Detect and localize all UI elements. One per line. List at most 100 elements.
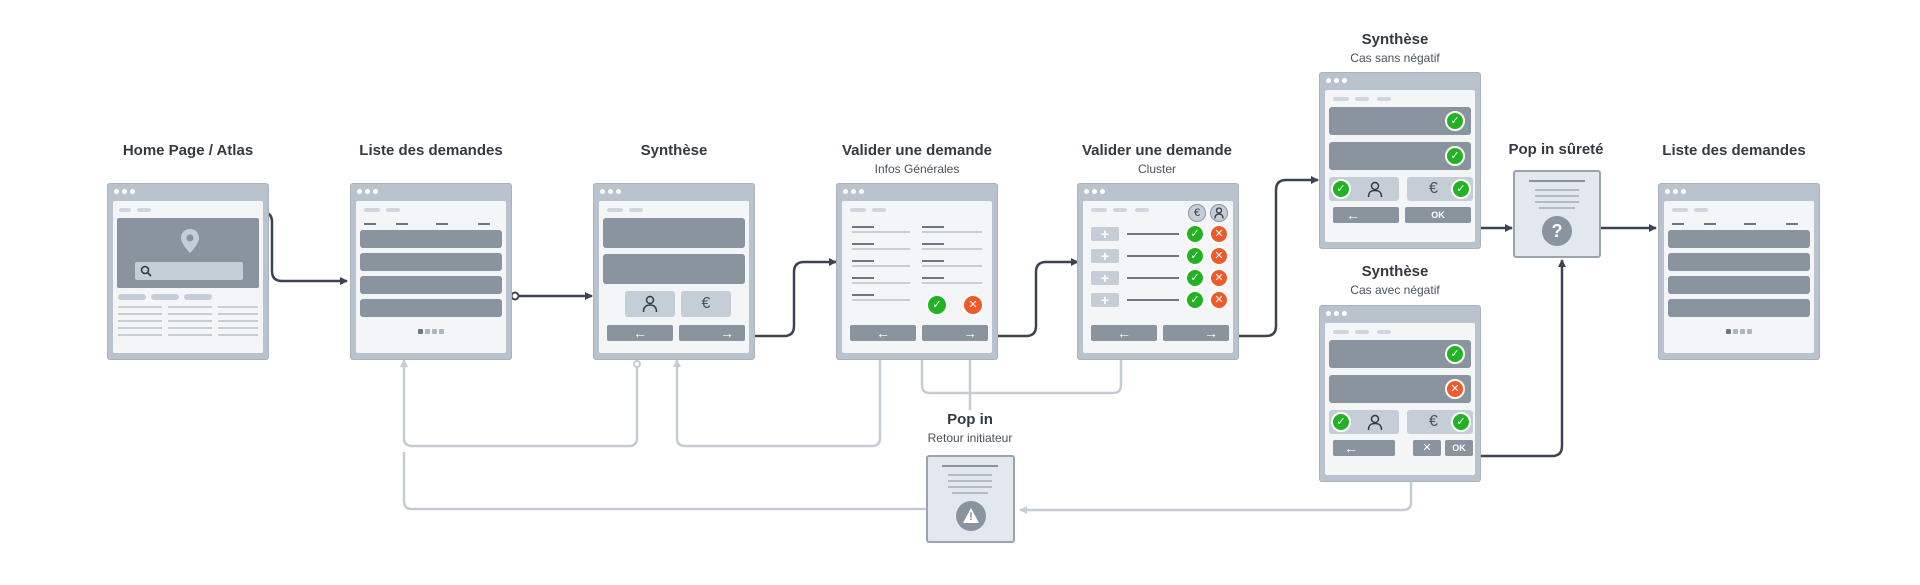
plus-icon[interactable]: + xyxy=(1091,293,1119,307)
cross-icon[interactable]: ✕ xyxy=(1209,224,1229,244)
summary-block xyxy=(603,254,745,284)
euro-icon: € xyxy=(701,295,711,312)
screen-synthese[interactable]: € ← → xyxy=(593,183,755,360)
arrow-left-icon: ← xyxy=(1117,325,1131,341)
screen-liste-demandes[interactable] xyxy=(350,183,512,360)
screen-content xyxy=(113,201,263,353)
window-dots xyxy=(114,189,138,195)
return-infos-to-synthese xyxy=(673,351,882,448)
screen-content: ✓ ✓ ✓ € ✓ ← OK xyxy=(1325,90,1475,242)
screen-title-pop-retour: Pop in Retour initiateur xyxy=(927,411,1013,445)
check-icon[interactable]: ✓ xyxy=(1185,268,1205,288)
popup-surete[interactable]: ? xyxy=(1513,170,1601,258)
plus-icon[interactable]: + xyxy=(1091,227,1119,241)
back-button[interactable]: ← xyxy=(1333,207,1399,223)
user-tile[interactable] xyxy=(625,291,675,317)
euro-tile[interactable]: € ✓ xyxy=(1407,177,1473,201)
pagination[interactable] xyxy=(1726,329,1754,347)
euro-icon: € xyxy=(1429,413,1438,430)
euro-icon[interactable]: € xyxy=(1188,204,1206,222)
screen-title-home: Home Page / Atlas xyxy=(122,142,254,159)
next-button[interactable]: → xyxy=(922,325,988,341)
summary-block: ✓ xyxy=(1329,340,1471,368)
window-dots xyxy=(600,189,624,195)
screen-title-synthese: Synthèse xyxy=(640,142,708,159)
arrow-left-icon: ← xyxy=(633,325,647,341)
back-button[interactable]: ← xyxy=(850,325,916,341)
screen-synthese-sans-negatif[interactable]: ✓ ✓ ✓ € ✓ ← OK xyxy=(1319,72,1481,249)
next-button[interactable]: → xyxy=(1163,325,1229,341)
screen-content xyxy=(356,201,506,353)
screen-title-liste: Liste des demandes xyxy=(359,142,503,159)
back-button[interactable]: ← xyxy=(607,325,673,341)
warning-icon: ! xyxy=(956,501,986,531)
screen-content: € ← → xyxy=(599,201,749,353)
flow-avec-to-surete xyxy=(1460,259,1566,458)
back-button[interactable]: ← xyxy=(1091,325,1157,341)
arrow-right-icon: → xyxy=(720,325,734,341)
next-button[interactable]: → xyxy=(679,325,745,341)
check-icon: ✓ xyxy=(1445,344,1465,364)
list-item[interactable] xyxy=(1668,253,1810,271)
arrow-right-icon: → xyxy=(963,325,977,341)
list-item[interactable] xyxy=(1668,299,1810,317)
flow-cluster-to-sans xyxy=(1229,176,1319,338)
summary-block: ✓ xyxy=(1329,142,1471,170)
user-icon xyxy=(1367,181,1383,198)
list-item[interactable] xyxy=(360,253,502,271)
arrow-left-icon: ← xyxy=(1344,440,1358,456)
check-icon[interactable]: ✓ xyxy=(1185,290,1205,310)
list-item[interactable] xyxy=(360,299,502,317)
arrow-left-icon: ← xyxy=(1346,207,1360,223)
flow-infos-to-cluster xyxy=(990,258,1079,338)
list-item[interactable] xyxy=(360,230,502,248)
user-tile[interactable]: ✓ xyxy=(1329,410,1399,434)
euro-tile[interactable]: € xyxy=(681,291,731,317)
euro-tile[interactable]: € ✓ xyxy=(1407,410,1473,434)
screen-content xyxy=(1664,201,1814,353)
cross-icon[interactable]: ✕ xyxy=(1209,268,1229,288)
plus-icon[interactable]: + xyxy=(1091,271,1119,285)
popup-retour-initiateur[interactable]: ! xyxy=(926,455,1015,543)
check-icon[interactable]: ✓ xyxy=(926,294,948,316)
check-icon[interactable]: ✓ xyxy=(1185,246,1205,266)
search-input[interactable] xyxy=(135,262,243,280)
screen-title-synthese-avec: Synthèse Cas avec négatif xyxy=(1350,263,1440,297)
screen-liste-demandes-final[interactable] xyxy=(1658,183,1820,360)
screen-valider-infos[interactable]: ✓ ✕ ← → xyxy=(836,183,998,360)
screen-title-valider-infos: Valider une demande Infos Générales xyxy=(841,142,993,176)
screen-home[interactable] xyxy=(107,183,269,360)
check-icon[interactable]: ✓ xyxy=(1185,224,1205,244)
check-icon: ✓ xyxy=(1445,146,1465,166)
window-dots xyxy=(1084,189,1108,195)
check-icon: ✓ xyxy=(1331,412,1351,432)
user-icon xyxy=(642,295,658,313)
user-tile[interactable]: ✓ xyxy=(1329,177,1399,201)
location-pin-icon xyxy=(181,229,199,253)
window-dots xyxy=(1665,189,1689,195)
cross-icon[interactable]: ✕ xyxy=(1209,246,1229,266)
plus-icon[interactable]: + xyxy=(1091,249,1119,263)
check-icon: ✓ xyxy=(1451,179,1471,199)
list-item[interactable] xyxy=(360,276,502,294)
back-button[interactable]: ← xyxy=(1333,440,1395,456)
screen-valider-cluster[interactable]: € + ✓ ✕ + ✓ ✕ + ✓ ✕ + ✓ ✕ ← → xyxy=(1077,183,1239,360)
cross-icon[interactable]: ✕ xyxy=(1209,290,1229,310)
pagination[interactable] xyxy=(418,329,446,347)
summary-block xyxy=(603,218,745,248)
return-synthese-to-liste xyxy=(400,359,639,448)
ok-button[interactable]: OK xyxy=(1445,440,1473,456)
screen-title-synthese-sans: Synthèse Cas sans négatif xyxy=(1350,31,1440,65)
screen-synthese-avec-negatif[interactable]: ✓ ✕ ✓ € ✓ ← ✕ OK xyxy=(1319,305,1481,482)
screen-title-liste-2: Liste des demandes xyxy=(1662,142,1806,159)
window-dots xyxy=(843,189,867,195)
user-icon[interactable] xyxy=(1210,204,1228,222)
reject-button[interactable]: ✕ xyxy=(1413,440,1441,456)
list-item[interactable] xyxy=(1668,276,1810,294)
screen-title-valider-cluster: Valider une demande Cluster xyxy=(1081,142,1233,176)
user-icon xyxy=(1367,414,1383,431)
ok-button[interactable]: OK xyxy=(1405,207,1471,223)
summary-block: ✓ xyxy=(1329,107,1471,135)
cross-icon[interactable]: ✕ xyxy=(962,294,984,316)
list-item[interactable] xyxy=(1668,230,1810,248)
